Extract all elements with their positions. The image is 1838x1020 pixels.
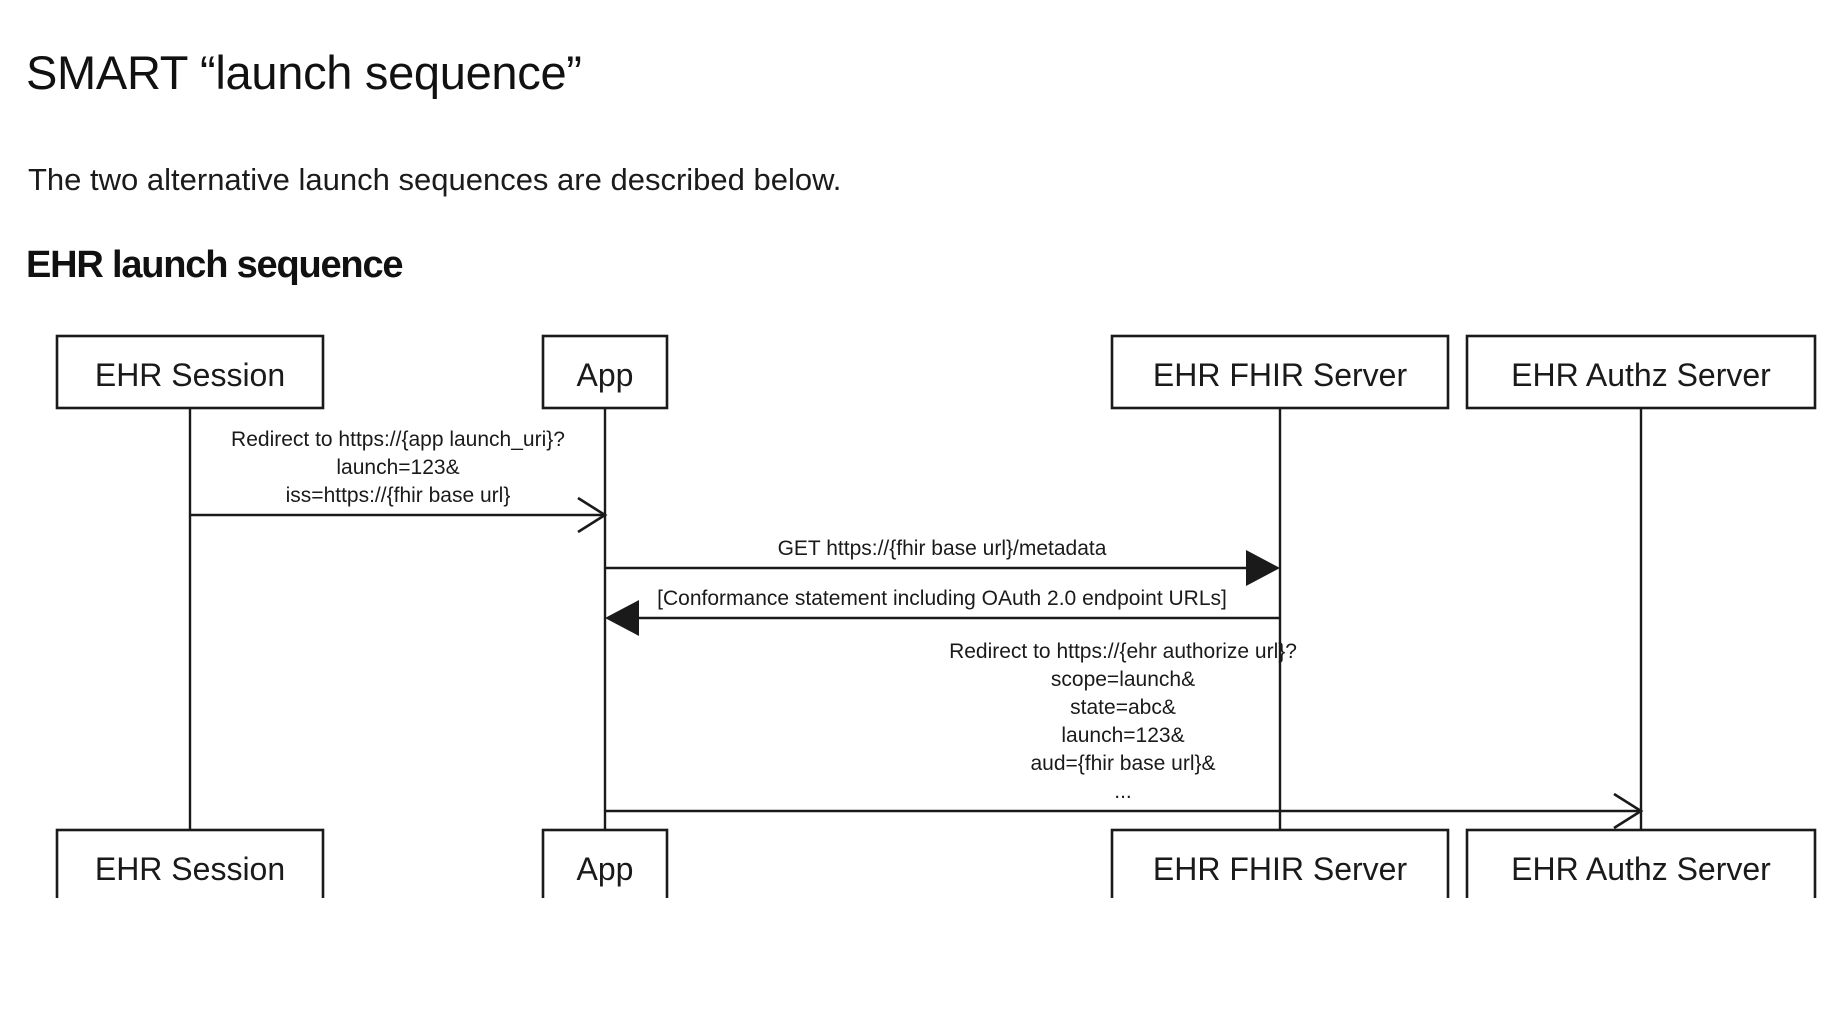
- participant-label-app: App: [577, 357, 634, 393]
- message-3-arrowhead-solid-icon: [605, 600, 639, 636]
- message-4-line-2: scope=launch&: [1051, 668, 1195, 691]
- message-4-line-5: aud={fhir base url}&: [1030, 752, 1215, 775]
- participant-footer-label-app: App: [577, 851, 634, 887]
- participant-footer-ehr-session: EHR Session: [55, 828, 325, 898]
- message-4-line-1: Redirect to https://{ehr authorize url}?: [949, 640, 1297, 663]
- message-3-line-1: [Conformance statement including OAuth 2…: [657, 587, 1227, 610]
- participant-footer-label-ehr-session: EHR Session: [95, 851, 285, 887]
- sequence-diagram: EHR Session App EHR FHIR Server EHR Auth…: [0, 318, 1838, 898]
- message-4-arrowhead-open-icon: [1613, 792, 1644, 830]
- message-2-arrowhead-solid-icon: [1246, 550, 1280, 586]
- intro-paragraph: The two alternative launch sequences are…: [28, 162, 842, 197]
- participant-header-ehr-session: EHR Session: [55, 334, 325, 410]
- message-1: Redirect to https://{app launch_uri}? la…: [190, 428, 608, 534]
- message-4: Redirect to https://{ehr authorize url}?…: [605, 640, 1644, 830]
- message-4-line-6: ...: [1114, 780, 1132, 803]
- message-4-line-3: state=abc&: [1070, 696, 1176, 719]
- message-2: GET https://{fhir base url}/metadata: [605, 537, 1280, 586]
- participant-header-ehr-fhir-server: EHR FHIR Server: [1110, 334, 1450, 410]
- participant-header-ehr-authz-server: EHR Authz Server: [1465, 334, 1817, 410]
- message-1-line-1: Redirect to https://{app launch_uri}?: [231, 428, 565, 451]
- section-heading: EHR launch sequence: [26, 243, 404, 286]
- participant-label-ehr-fhir-server: EHR FHIR Server: [1153, 357, 1408, 393]
- participant-footer-label-ehr-authz-server: EHR Authz Server: [1511, 851, 1771, 887]
- participant-footer-label-ehr-fhir-server: EHR FHIR Server: [1153, 851, 1408, 887]
- message-1-arrowhead-open-icon: [577, 496, 608, 534]
- participant-footer-ehr-fhir-server: EHR FHIR Server: [1110, 828, 1450, 898]
- message-2-line-1: GET https://{fhir base url}/metadata: [778, 537, 1107, 560]
- participant-footer-app: App: [541, 828, 669, 898]
- message-4-line-4: launch=123&: [1061, 724, 1184, 747]
- participant-label-ehr-session: EHR Session: [95, 357, 285, 393]
- participant-footer-ehr-authz-server: EHR Authz Server: [1465, 828, 1817, 898]
- page-title: SMART “launch sequence”: [26, 46, 582, 100]
- participant-header-app: App: [541, 334, 669, 410]
- participant-label-ehr-authz-server: EHR Authz Server: [1511, 357, 1771, 393]
- message-1-line-2: launch=123&: [336, 456, 459, 479]
- message-1-line-3: iss=https://{fhir base url}: [286, 484, 511, 507]
- message-3: [Conformance statement including OAuth 2…: [605, 587, 1280, 636]
